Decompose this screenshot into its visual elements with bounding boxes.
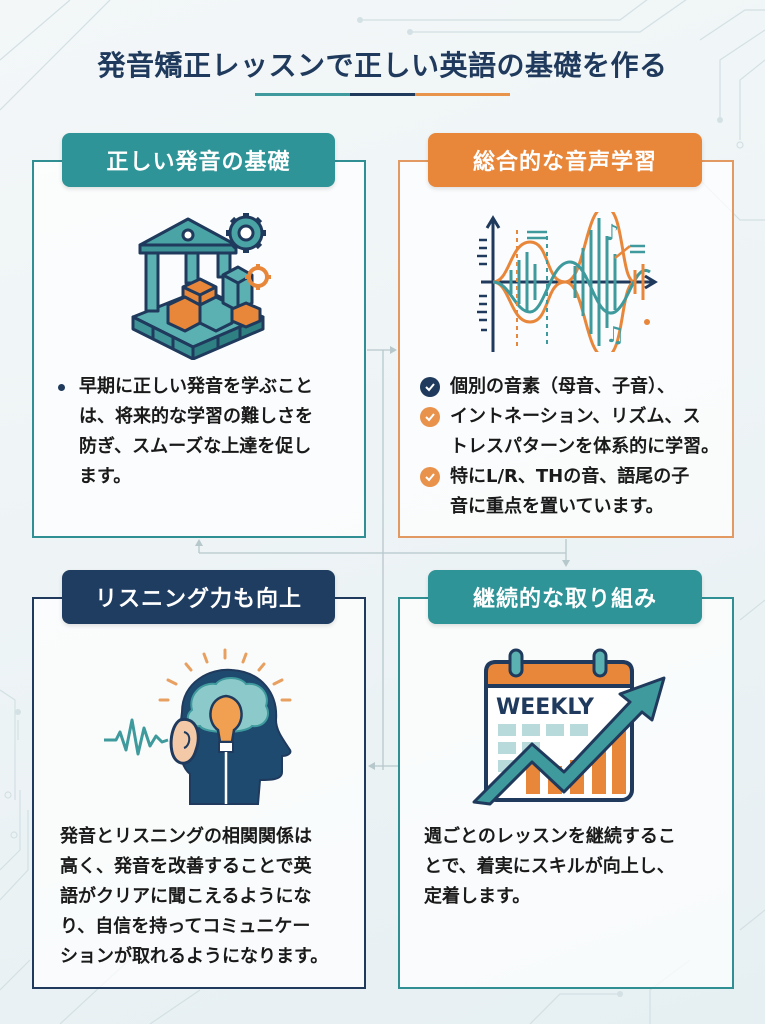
page-title: 発音矯正レッスンで正しい英語の基礎を作る (97, 49, 668, 82)
building-blocks-gear-icon (131, 213, 271, 360)
card-body: 週ごとのレッスンを継続するこ とで、着実にスキルが向上し、 定着します。 (424, 826, 676, 907)
card-frame (398, 160, 734, 538)
card-body: 発音とリスニングの相関関係は 高く、発音を改善することで英 語がクリアに聞こえる… (60, 826, 329, 967)
bullet-item: イントネーション、リズム、ス トレスパターンを体系的に学習。 (420, 402, 730, 462)
head-ear-lightbulb-icon (104, 648, 292, 805)
bullet-item: 特にL/R、THの音、語尾の子 音に重点を置いています。 (420, 462, 730, 522)
weekly-calendar-growth-icon: WEEKLY (472, 648, 666, 806)
check-circle-icon (420, 407, 440, 427)
underline-navy-segment (350, 93, 415, 96)
card-body: 早期に正しい発音を学ぶこと は、将来的な学習の難しさを 防ぎ、スムーズな上達を促… (58, 372, 358, 492)
music-note-icon: ♪ (605, 221, 619, 246)
underline-teal-segment (255, 93, 350, 96)
card-title-badge: 継続的な取り組み (428, 570, 702, 624)
check-circle-icon (420, 467, 440, 487)
bullet-item: 早期に正しい発音を学ぶこと は、将来的な学習の難しさを 防ぎ、スムーズな上達を促… (58, 372, 358, 492)
calendar-weekly-label: WEEKLY (496, 695, 595, 720)
music-notes-icon: ♫ (605, 323, 625, 348)
underline-orange-segment (415, 93, 510, 96)
check-circle-icon (420, 377, 440, 397)
card-title-badge: リスニング力も向上 (62, 570, 335, 624)
gear-icon (226, 213, 266, 253)
bullet-item: 個別の音素（母音、子音）、 (420, 372, 730, 402)
title-underline (255, 93, 510, 96)
card-title-badge: 総合的な音声学習 (428, 133, 702, 187)
card-title-badge: 正しい発音の基礎 (62, 133, 335, 187)
sound-wave-icon: ♪ ♫ (477, 212, 658, 352)
bullet-dot-icon (58, 384, 65, 391)
card-body: 個別の音素（母音、子音）、 イントネーション、リズム、ス トレスパターンを体系的… (420, 372, 730, 522)
